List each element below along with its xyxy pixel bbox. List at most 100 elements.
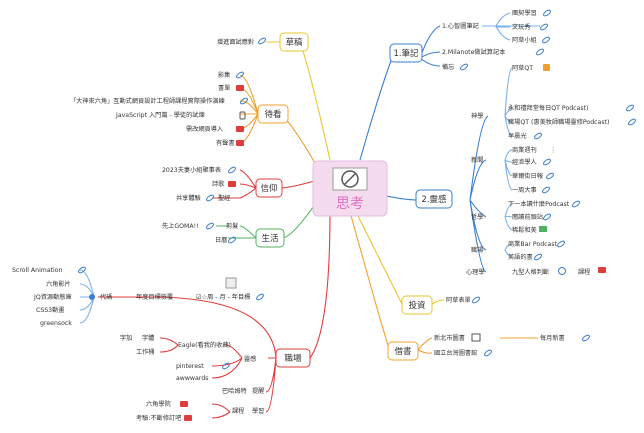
career-learning[interactable]: 考驗:不斷修訂吧 [136,414,181,422]
career-skill[interactable]: CSS3動畫 [36,306,65,314]
theology-item[interactable]: 阿草QT [512,64,533,72]
link-icon[interactable] [258,37,267,45]
wordpress-icon[interactable] [558,267,566,275]
career-site[interactable]: awwwards [176,375,208,382]
link-icon[interactable] [542,36,551,44]
link-icon[interactable] [472,296,481,304]
youtube-icon[interactable] [598,267,606,273]
branch-life[interactable]: 生活 [255,228,285,248]
youtube-icon[interactable] [236,126,244,132]
invest-item[interactable]: 阿草表單 [446,296,471,304]
rss-icon[interactable] [543,64,550,71]
link-icon[interactable] [534,253,543,261]
link-icon[interactable] [228,166,237,174]
branch-books[interactable]: 借書 [387,341,419,361]
faith-item[interactable]: 聖經 [218,194,230,202]
work-item[interactable]: 商業Bar Podcast [508,240,558,248]
link-icon[interactable] [626,104,635,112]
faith-item[interactable]: 共享體驗 [176,194,201,202]
drafts-item[interactable]: 增進面試應對 [217,38,254,46]
career-skill[interactable]: greensock [40,320,72,327]
youtube-icon[interactable] [184,415,192,421]
link-icon[interactable] [542,186,551,194]
insight-group-philosophy[interactable]: 哲學 [471,213,483,221]
link-icon[interactable] [228,236,237,244]
theology-item[interactable]: 早晨光 [508,132,527,140]
branch-career[interactable]: 職場 [275,348,311,368]
news-item[interactable]: 經濟學人 [512,158,537,166]
career-site[interactable]: pinterest [176,363,204,370]
youtube-icon[interactable] [228,181,236,187]
career-skill[interactable]: 六角影片 [46,280,71,288]
faith-item[interactable]: 詩歌 [212,180,225,188]
link-icon[interactable] [543,158,552,166]
career-font[interactable]: 字加 [120,334,132,342]
branch-insight[interactable]: 2.靈感 [415,189,453,209]
link-icon[interactable] [628,118,637,126]
notes-misc[interactable]: 備忘 [442,63,454,71]
watch-item[interactable]: 影集 [218,71,230,79]
books-item[interactable]: 國立台灣圖書館 [434,349,477,357]
watch-item[interactable]: 書單 [218,84,230,92]
insight-group-news[interactable]: 新聞 [471,156,483,164]
career-skill[interactable]: JQ資源動態庫 [33,293,72,301]
notes-milanote[interactable]: 2.Milanote做試算記本 [442,48,505,56]
life-item[interactable]: 先上GOMA!! [162,222,199,230]
link-icon[interactable] [222,362,231,370]
books-item[interactable]: 每月新書 [540,334,565,342]
watch-item[interactable]: 「大神來六角」互動式網頁設計工程師課程實際操作演練 [70,97,225,105]
link-icon[interactable] [256,293,265,301]
news-item[interactable]: 華爾街日報 [512,172,543,180]
faith-item[interactable]: 2023夫妻小組聚事表 [162,166,221,174]
philosophy-item[interactable]: 閱讀前頭站 [512,213,543,221]
career-goal-sub[interactable]: ☑☆周 - 月 - 年目標 [196,293,250,301]
career-eagle[interactable]: Eagle(看我的收藏) [178,341,231,349]
youtube-icon[interactable] [236,140,244,146]
link-icon[interactable] [572,200,581,208]
news-item[interactable]: 一周大事 [512,186,537,194]
insight-group-theology[interactable]: 神學 [471,112,483,120]
notes-leaf-1[interactable]: 團契學習 [512,9,537,17]
link-icon[interactable] [543,213,552,221]
career-learn[interactable]: 學習 [252,407,264,415]
career-font[interactable]: 工作桶 [136,348,155,356]
notes-evernote[interactable]: 1.心智圖筆記 [442,22,479,30]
watch-item[interactable]: 需改網頁導入 [186,125,223,133]
branch-faith[interactable]: 信仰 [255,178,283,198]
insight-group-psych[interactable]: 心理學 [466,268,485,276]
link-icon[interactable] [543,9,552,17]
career-courses[interactable]: 課程 [232,407,244,415]
career-annual-goal[interactable]: 年度目標檢覆 [136,293,173,301]
career-code-label[interactable]: 代碼 [100,293,112,301]
life-item[interactable]: 剪髮 [226,222,238,230]
youtube-icon[interactable] [236,85,244,91]
link-icon[interactable] [534,132,543,140]
theology-item[interactable]: 永和禮拜堂每日QT Podcast) [508,104,588,112]
link-icon[interactable] [236,71,245,79]
philosophy-item[interactable]: 下一本讀什麼Podcast [508,200,570,208]
news-item[interactable]: 商業週刊 [512,146,537,154]
link-icon[interactable] [557,240,566,248]
branch-watch[interactable]: 待看 [257,104,289,124]
link-icon[interactable] [546,172,555,180]
branch-invest[interactable]: 投資 [401,295,433,315]
link-icon[interactable] [484,349,493,357]
branch-drafts[interactable]: 草稿 [279,32,309,52]
notes-leaf-2[interactable]: 文玩秀 [512,23,531,31]
career-design[interactable]: 靈感 [244,355,256,363]
books-item[interactable]: 新北市圖書 [434,334,465,342]
link-icon[interactable] [206,222,215,230]
link-icon[interactable] [206,194,215,202]
career-font[interactable]: 字體 [142,334,154,342]
philosophy-item[interactable]: 稀鬆和美 [512,226,537,234]
psych-item[interactable]: 九型人格判斷 [512,268,549,276]
watch-item[interactable]: JavaScript 入門篇 - 學徒的試煉 [115,111,205,119]
link-icon[interactable] [240,97,249,105]
watch-item[interactable]: 有聲書 [216,139,235,147]
link-icon[interactable] [460,63,469,71]
link-icon[interactable] [582,334,591,342]
life-item[interactable]: 日曆 [215,237,227,244]
career-learning[interactable]: 六角學院 [146,400,171,408]
link-icon[interactable] [536,48,545,56]
insight-group-work[interactable]: 職場 [471,246,483,254]
